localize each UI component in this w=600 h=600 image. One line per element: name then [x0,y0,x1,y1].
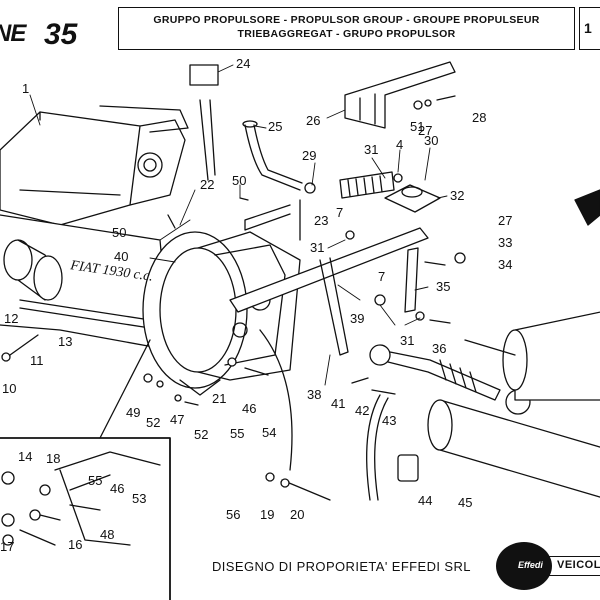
callout-11: 11 [30,353,44,368]
callout-45: 45 [458,495,473,510]
title-line-2: TRIEBAGGREGAT - GRUPO PROPULSOR [237,28,456,40]
callout-44: 44 [418,493,433,508]
callout-24: 24 [236,56,251,71]
callout-51: 51 [410,119,425,134]
detail-inset [0,339,171,600]
callout-55: 55 [230,426,245,441]
callout-40: 40 [114,249,129,264]
callout-39: 39 [350,311,365,326]
callout-1: 1 [22,81,30,96]
callout-47: 47 [170,412,185,427]
direction-arrow-icon [574,189,600,226]
callout-46: 46 [242,401,257,416]
brand-mark: NE [0,20,26,47]
veicoli-brand-box: VEICOLI [548,556,600,576]
leader-lines [29,64,448,386]
oil-filter [3,239,63,301]
bracket-26 [344,61,456,129]
callout-53: 53 [132,491,147,506]
rubber-hanger [397,454,419,482]
page-number-box: 1 [579,7,600,50]
callout-41: 41 [331,396,346,411]
title-line-1: GRUPPO PROPULSORE - PROPULSOR GROUP - GR… [153,14,540,26]
callout-22: 22 [200,177,215,192]
callout-35: 35 [436,279,451,294]
rubber-rod [339,171,395,199]
callout-54: 54 [262,425,277,440]
callout-25: 25 [268,119,283,134]
callout-52: 52 [146,415,161,430]
callout-46: 46 [110,481,125,496]
callout-10: 10 [2,381,17,396]
callout-19: 19 [260,507,275,522]
callout-48: 48 [100,527,115,542]
callout-31: 31 [364,142,379,157]
callout-27: 27 [418,123,433,138]
plate-24 [189,64,219,86]
model-badge: NE 35 [0,8,110,52]
callout-27: 27 [498,213,513,228]
title-box: GRUPPO PROPULSORE - PROPULSOR GROUP - GR… [118,7,575,50]
model-number: 35 [44,18,78,51]
callout-7: 7 [336,205,344,220]
callout-49: 49 [126,405,141,420]
callout-18: 18 [46,451,61,466]
callout-52: 52 [194,427,209,442]
callout-50: 50 [112,225,127,240]
callout-31: 31 [400,333,415,348]
callout-12: 12 [4,311,19,326]
callout-7: 7 [378,269,386,284]
callout-42: 42 [355,403,370,418]
callout-55: 55 [88,473,103,488]
effedi-logo: Effedi [496,542,552,590]
callout-28: 28 [472,110,487,125]
callout-21: 21 [212,391,227,406]
callout-26: 26 [306,113,321,128]
throttle-cable [199,99,331,501]
breather-pipe [242,120,303,191]
callout-17: 17 [0,539,15,554]
callout-34: 34 [498,257,513,272]
fasteners [1,95,466,488]
callout-31: 31 [310,240,325,255]
callout-13: 13 [58,334,73,349]
copyright-notice: DISEGNO DI PROPORIETA' EFFEDI SRL [212,559,471,574]
callout-36: 36 [432,341,447,356]
mount-crossbar [229,199,429,356]
page-number: 1 [584,20,592,36]
callout-32: 32 [450,188,465,203]
rod-35 [404,247,419,313]
callout-50: 50 [232,173,247,188]
callout-38: 38 [307,387,322,402]
exhaust-silencer [366,311,600,501]
callout-14: 14 [18,449,33,464]
callout-23: 23 [314,213,329,228]
callout-56: 56 [226,507,241,522]
callout-16: 16 [68,537,83,552]
callout-20: 20 [290,507,305,522]
air-filter-housing [0,105,189,226]
callout-43: 43 [382,413,397,428]
callout-33: 33 [498,235,513,250]
callout-29: 29 [302,148,317,163]
callout-4: 4 [396,137,404,152]
callout-30: 30 [424,133,439,148]
gearbox-bell-housing [142,231,301,396]
